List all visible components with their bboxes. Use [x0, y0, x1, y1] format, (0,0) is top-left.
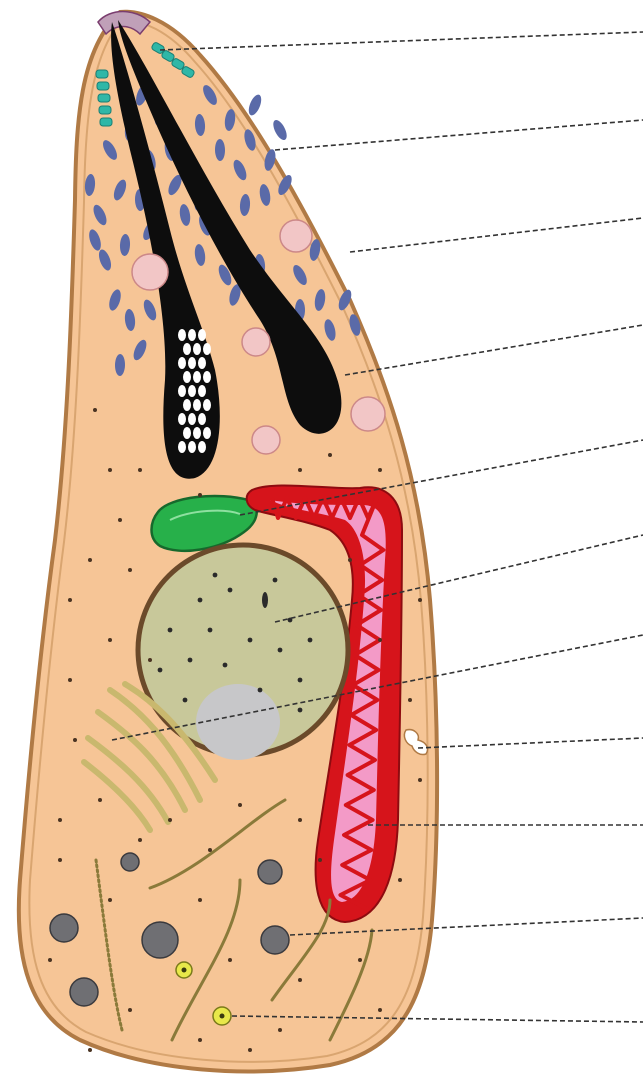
- cytoplasm-particle: [68, 598, 72, 602]
- rhoptry-granule: [178, 385, 186, 397]
- cytoplasm-particle: [418, 778, 422, 782]
- leader-line: [350, 218, 643, 252]
- cytoplasm-particle: [198, 493, 202, 497]
- cytoplasm-particle: [58, 858, 62, 862]
- cytoplasm-particle: [68, 678, 72, 682]
- chromatin-dot: [213, 573, 218, 578]
- cytoplasm-particle: [108, 468, 112, 472]
- cytoplasm-particle: [88, 558, 92, 562]
- cytoplasm-particle: [208, 848, 212, 852]
- cytoplasm-particle: [198, 1038, 202, 1042]
- rhoptry-granule: [198, 413, 206, 425]
- nucleus: [138, 545, 348, 760]
- cytoplasm-particle: [378, 468, 382, 472]
- cytoplasm-particle: [48, 958, 52, 962]
- cytoplasm-particle: [278, 1028, 282, 1032]
- chromatin-dot: [273, 578, 278, 583]
- cytoplasm-particle: [88, 1048, 92, 1052]
- rhoptry-granule: [193, 427, 201, 439]
- rhoptry-granule: [183, 399, 191, 411]
- cytoplasm-particle: [408, 698, 412, 702]
- chromatin-dot: [228, 588, 233, 593]
- chromatin-dot: [223, 663, 228, 668]
- chromatin-streak: [262, 592, 268, 608]
- chromatin-dot: [188, 658, 193, 663]
- chromatin-dot: [298, 678, 303, 683]
- rhoptry-granule: [188, 441, 196, 453]
- chromatin-dot: [208, 628, 213, 633]
- cytoplasm-particle: [118, 518, 122, 522]
- rhoptry-granule: [183, 427, 191, 439]
- rhoptry-granule: [193, 371, 201, 383]
- cytoplasm-particle: [248, 1048, 252, 1052]
- rhoptry-granule: [188, 329, 196, 341]
- rhoptry-granule: [198, 329, 206, 341]
- cytoplasm-particle: [238, 803, 242, 807]
- cytoplasm-particle: [378, 1008, 382, 1012]
- cytoplasm-particle: [298, 468, 302, 472]
- chromatin-dot: [168, 628, 173, 633]
- cytoplasm-particle: [128, 568, 132, 572]
- chromatin-dot: [298, 708, 303, 713]
- cytoplasm-particle: [298, 818, 302, 822]
- rhoptry-granule: [188, 413, 196, 425]
- cytoplasm-particle: [128, 1008, 132, 1012]
- cytoplasm-particle: [168, 818, 172, 822]
- rhoptry-granule: [203, 343, 211, 355]
- rhoptry-granule: [193, 343, 201, 355]
- cytoplasm-particle: [73, 738, 77, 742]
- cytoplasm-particle: [93, 408, 97, 412]
- rhoptry-granule: [178, 413, 186, 425]
- cytoplasm-particle: [138, 838, 142, 842]
- rhoptry-granule: [193, 399, 201, 411]
- cytoplasm-particle: [298, 978, 302, 982]
- cytoplasm-particle: [418, 598, 422, 602]
- rhoptry-granule: [178, 329, 186, 341]
- cytoplasm-particle: [198, 898, 202, 902]
- rhoptry-granule: [183, 371, 191, 383]
- rhoptry-granule: [183, 343, 191, 355]
- rhoptry-granule: [203, 399, 211, 411]
- cytoplasm-particle: [98, 798, 102, 802]
- rhoptry-granule: [198, 357, 206, 369]
- cytoplasm-particle: [58, 818, 62, 822]
- rhoptry-granule: [178, 357, 186, 369]
- cytoplasm-particle: [228, 958, 232, 962]
- rhoptry-granule: [198, 441, 206, 453]
- rhoptry-granule: [203, 371, 211, 383]
- cytoplasm-particle: [348, 558, 352, 562]
- cytoplasm-particle: [378, 638, 382, 642]
- leader-line: [418, 738, 643, 748]
- cytoplasm-particle: [108, 898, 112, 902]
- cytoplasm-particle: [148, 658, 152, 662]
- chromatin-dot: [258, 688, 263, 693]
- rhoptry-granule: [178, 441, 186, 453]
- microneme: [246, 93, 264, 117]
- cytoplasm-particle: [108, 638, 112, 642]
- chromatin-dot: [248, 638, 253, 643]
- cytoplasm-particle: [358, 958, 362, 962]
- rhoptry-granule: [188, 385, 196, 397]
- microneme: [271, 118, 290, 142]
- rhoptry-granule: [198, 385, 206, 397]
- leader-line: [160, 32, 643, 50]
- cytoplasm-particle: [138, 468, 142, 472]
- cytoplasm-particle: [318, 858, 322, 862]
- rhoptry-granule: [203, 427, 211, 439]
- chromatin-dot: [158, 668, 163, 673]
- cytoplasm-particle: [398, 878, 402, 882]
- leader-line: [345, 325, 643, 375]
- rhoptry-granule: [188, 357, 196, 369]
- chromatin-dot: [308, 638, 313, 643]
- chromatin-dot: [198, 598, 203, 603]
- leader-line: [275, 120, 643, 150]
- chromatin-dot: [278, 648, 283, 653]
- cytoplasm-particle: [328, 453, 332, 457]
- chromatin-dot: [183, 698, 188, 703]
